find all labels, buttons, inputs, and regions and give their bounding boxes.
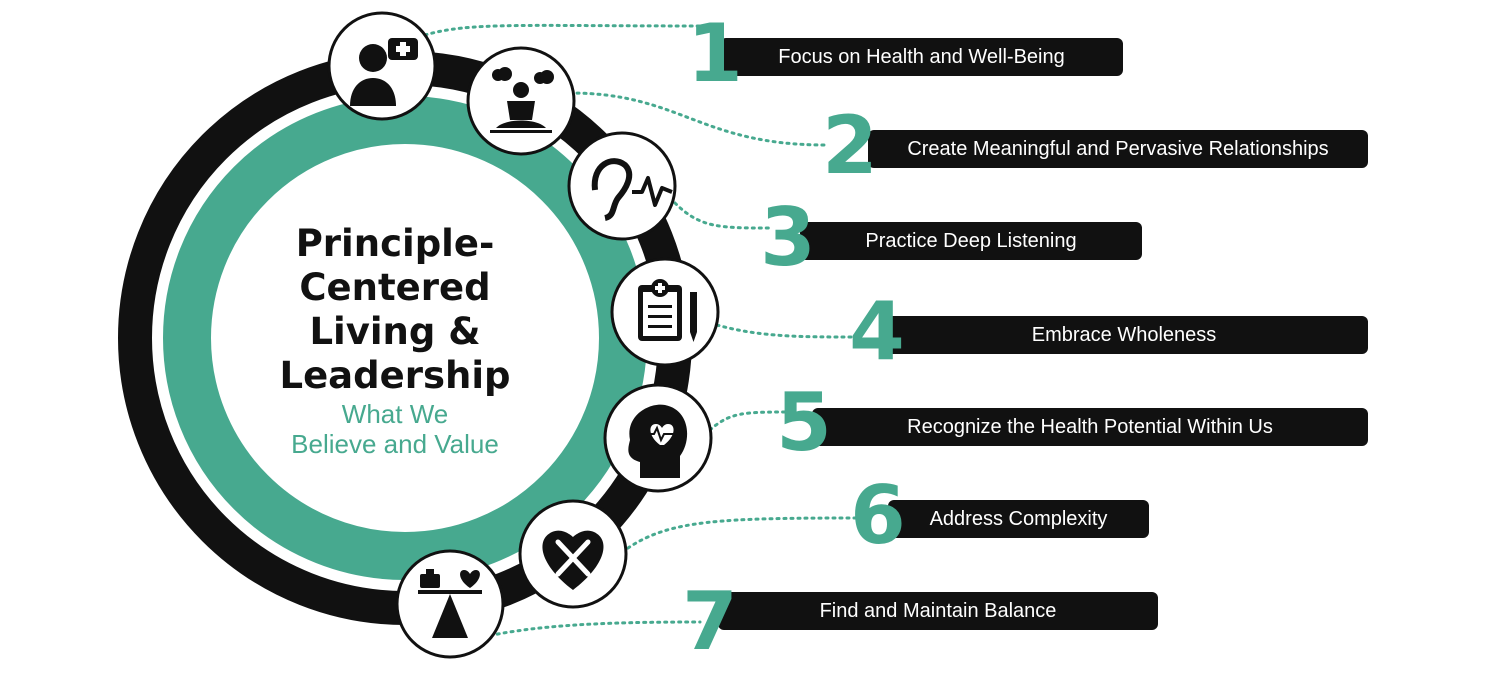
- item-number-5: 5: [776, 376, 832, 469]
- connector-3: [673, 201, 772, 230]
- icon-circle-5: [603, 383, 713, 493]
- subtitle-line-1: What We: [341, 399, 449, 429]
- icon-circle-2: [466, 46, 576, 156]
- item-number-4: 4: [849, 285, 905, 378]
- title-line-4: Leadership: [279, 354, 511, 397]
- item-label-1: Focus on Health and Well-Being: [720, 38, 1123, 76]
- title-line-1: Principle-: [295, 222, 495, 265]
- icon-circle-4: [610, 257, 720, 367]
- item-label-4: Embrace Wholeness: [880, 316, 1368, 354]
- connector-4: [715, 323, 859, 339]
- item-number-2: 2: [822, 99, 878, 192]
- center-disc: [213, 146, 597, 530]
- center-label: Principle- Centered Living & Leadership …: [250, 222, 540, 458]
- icon-circle-6: [518, 499, 628, 609]
- medical-clipboard-icon: [638, 279, 697, 342]
- connector-2: [568, 91, 827, 147]
- connector-5: [708, 410, 792, 432]
- item-label-3: Practice Deep Listening: [800, 222, 1142, 260]
- icon-circle-7: [395, 549, 505, 659]
- icon-circle-1: [327, 11, 437, 121]
- item-number-6: 6: [850, 469, 906, 562]
- item-label-6: Address Complexity: [888, 500, 1149, 538]
- title-line-3: Living &: [309, 310, 481, 353]
- ear-soundwave-icon: [591, 158, 673, 221]
- doctor-plus-icon: [350, 38, 418, 106]
- heart-tools-icon: [542, 530, 604, 590]
- balance-scale-icon: [418, 569, 482, 638]
- title-line-2: Centered: [299, 266, 491, 309]
- meditation-icon: [490, 67, 554, 133]
- item-number-7: 7: [682, 575, 738, 668]
- connector-1: [423, 23, 707, 37]
- connector-6: [626, 516, 860, 550]
- item-label-5: Recognize the Health Potential Within Us: [812, 408, 1368, 446]
- subtitle-line-2: Believe and Value: [291, 429, 499, 459]
- connector-7: [468, 620, 702, 642]
- item-label-2: Create Meaningful and Pervasive Relation…: [868, 130, 1368, 168]
- item-number-1: 1: [687, 7, 743, 100]
- head-heart-icon: [628, 404, 688, 478]
- item-label-7: Find and Maintain Balance: [718, 592, 1158, 630]
- icon-circle-3: [567, 131, 677, 241]
- item-number-3: 3: [760, 191, 816, 284]
